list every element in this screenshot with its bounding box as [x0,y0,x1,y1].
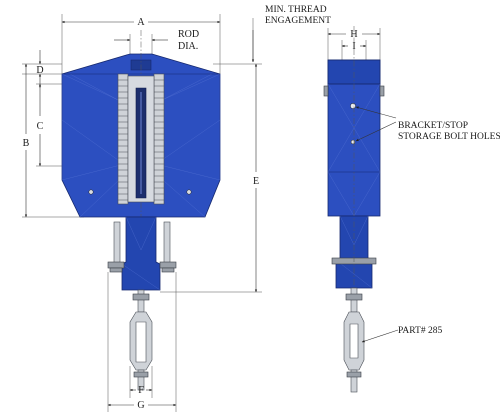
label-holes-1: BRACKET/STOP [398,121,468,131]
stud-right [163,221,171,267]
spring-left [117,73,129,205]
label-b: B [23,138,30,149]
label-rod-2: DIA. [178,41,198,52]
front-view [22,14,262,412]
label-thread-2: ENGAGEMENT [265,16,331,26]
side-view [323,26,385,393]
bolt-hole-left [88,189,94,195]
side-bolt-hole-upper [350,103,356,109]
front-dimensions [24,20,258,407]
label-thread-1: MIN. THREAD [265,5,327,15]
label-f: F [138,385,144,396]
label-e: E [253,176,259,187]
label-holes-2: STORAGE BOLT HOLES [398,132,500,142]
label-c: C [37,121,44,132]
label-a: A [137,17,145,28]
side-bolt-hole-lower [350,139,356,145]
label-i: I [352,41,355,52]
label-g: G [137,400,144,411]
bolt-hole-right [186,189,192,195]
lower-column [121,216,161,291]
spring-right [153,73,165,205]
labels: A ROD DIA. MIN. THREAD ENGAGEMENT D C B … [23,5,500,411]
label-rod-1: ROD [178,29,199,40]
label-h: H [350,29,357,40]
side-dimensions [327,32,399,343]
label-d: D [36,65,43,76]
stud-left [113,221,121,267]
label-part: PART# 285 [398,326,442,336]
